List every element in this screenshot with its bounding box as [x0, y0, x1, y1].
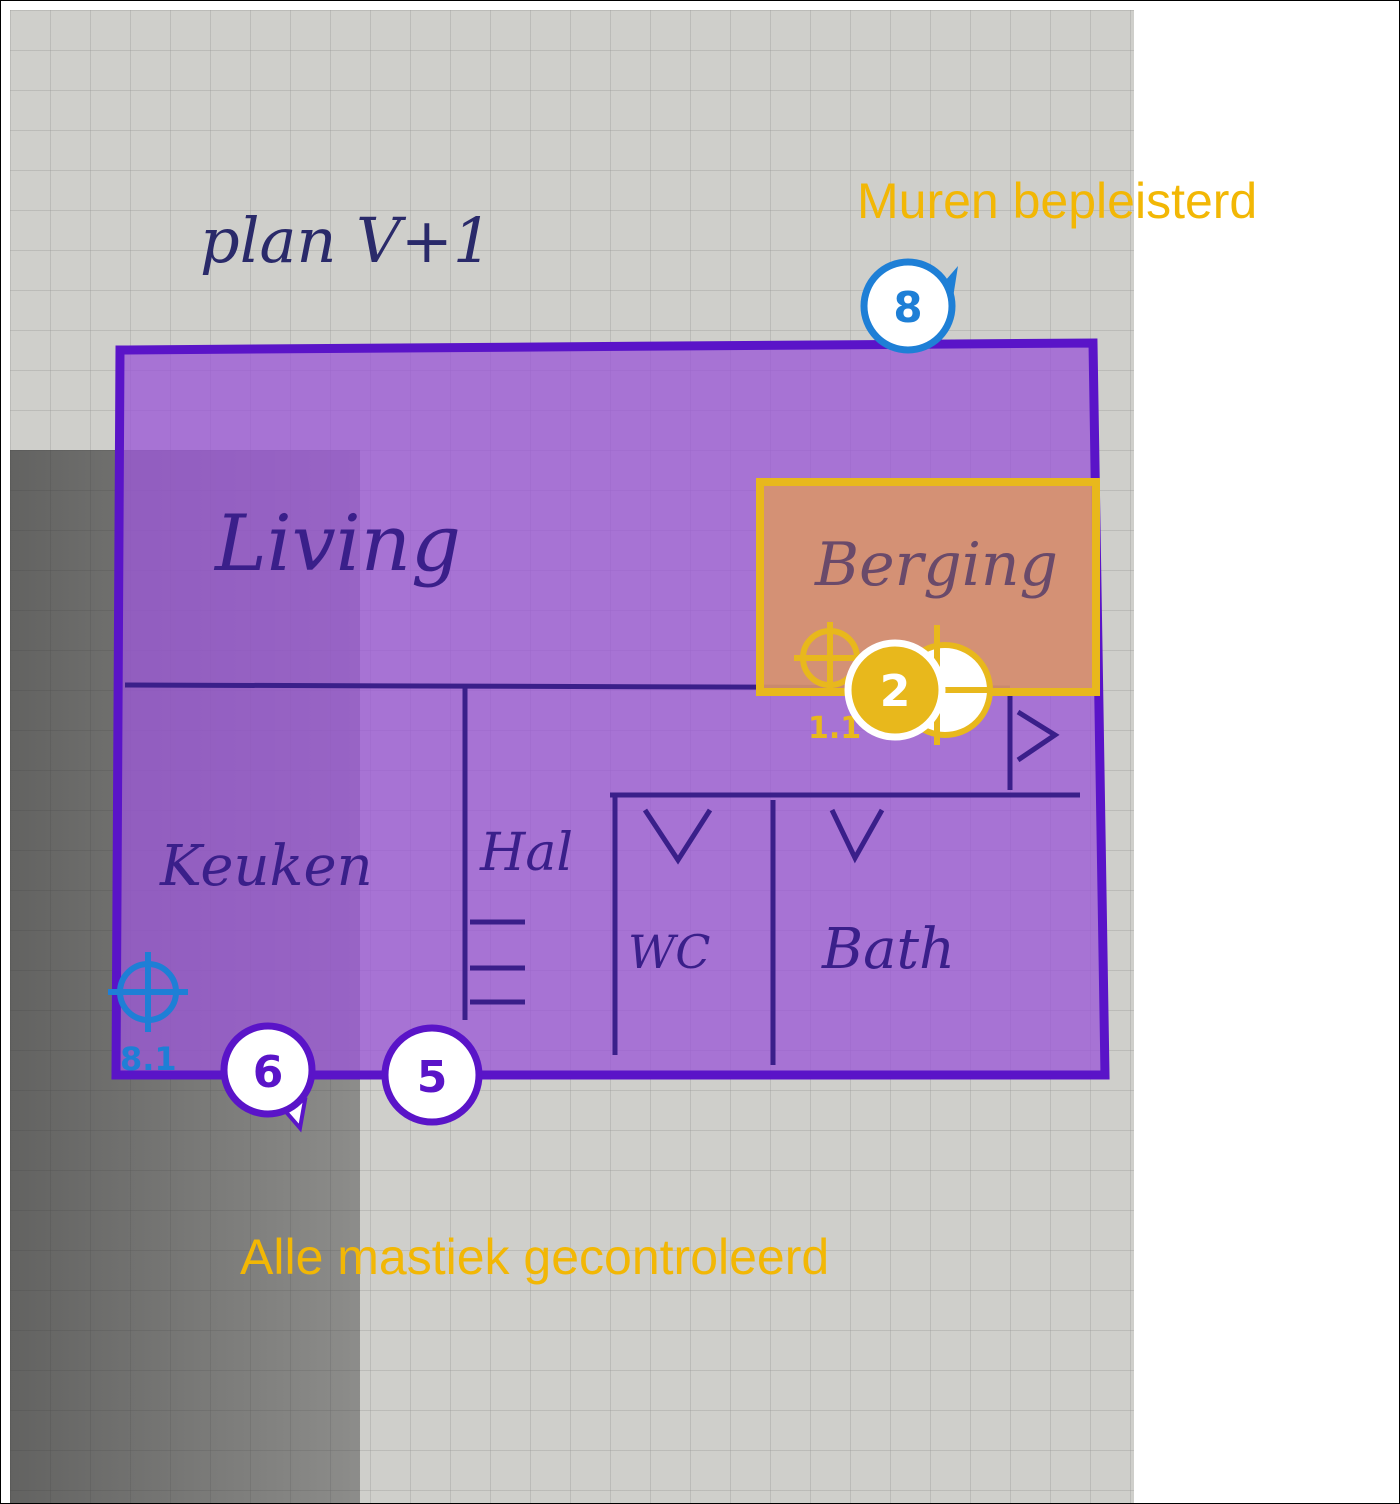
room-label-hal: Hal [479, 823, 573, 883]
pin-label-2: 2 [880, 666, 911, 717]
target-marker-8-1[interactable]: 8.1 [108, 952, 188, 1078]
pin-5[interactable]: 5 [381, 1024, 483, 1126]
room-label-living: Living [213, 499, 461, 589]
room-label-keuken: Keuken [159, 834, 373, 899]
pin-8[interactable]: 8 [860, 258, 958, 354]
room-label-bath: Bath [821, 917, 955, 982]
annotation-text-top[interactable]: Muren bepleisterd [857, 173, 1258, 229]
room-label-berging: Berging [814, 530, 1058, 600]
pin-label-8: 8 [893, 283, 922, 332]
annotation-text-bottom[interactable]: Alle mastiek gecontroleerd [240, 1229, 830, 1285]
room-label-wc: WC [628, 925, 710, 979]
pin-label-6: 6 [253, 1047, 284, 1098]
target-label-8-1: 8.1 [120, 1040, 177, 1078]
pin-label-5: 5 [417, 1052, 448, 1103]
pin-6[interactable]: 6 [220, 1022, 316, 1133]
pin-2[interactable]: 2 [844, 639, 946, 741]
handwritten-title: plan V+1 [200, 204, 492, 277]
